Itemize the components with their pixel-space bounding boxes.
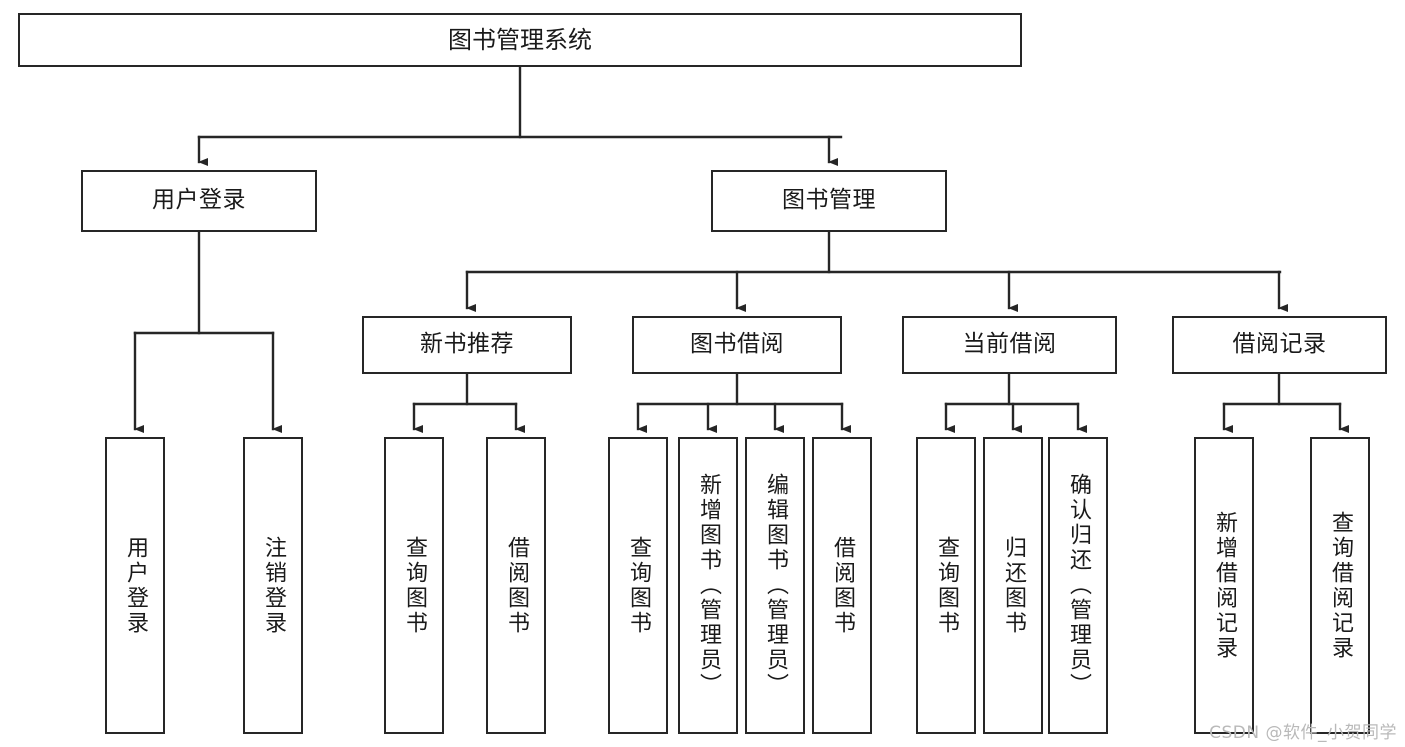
node-user-login-label: 用户登录 <box>152 187 246 214</box>
node-new-book-recommend-label: 新书推荐 <box>420 331 514 358</box>
leaf-query-record-label: 查询借阅记录 <box>1328 510 1353 661</box>
leaf-borrow-book-b-label: 借阅图书 <box>830 535 855 636</box>
leaf-borrow-book-a[interactable]: 借阅图书 <box>486 437 546 734</box>
node-borrow-record-label: 借阅记录 <box>1232 331 1327 358</box>
leaf-query-record[interactable]: 查询借阅记录 <box>1310 437 1370 734</box>
node-root[interactable]: 图书管理系统 <box>18 13 1022 67</box>
leaf-query-book-b-label: 查询图书 <box>626 535 651 636</box>
leaf-return-book-label: 归还图书 <box>1001 535 1026 636</box>
leaf-add-record[interactable]: 新增借阅记录 <box>1194 437 1254 734</box>
node-user-login[interactable]: 用户登录 <box>81 170 317 232</box>
leaf-confirm-return-label: 确认归还（管理员） <box>1066 473 1091 698</box>
leaf-query-book-b[interactable]: 查询图书 <box>608 437 668 734</box>
leaf-return-book[interactable]: 归还图书 <box>983 437 1043 734</box>
leaf-logout-label: 注销登录 <box>261 535 286 636</box>
leaf-query-book-a-label: 查询图书 <box>402 535 427 636</box>
node-borrow-record[interactable]: 借阅记录 <box>1172 316 1387 374</box>
leaf-user-login[interactable]: 用户登录 <box>105 437 165 734</box>
leaf-edit-book-label: 编辑图书（管理员） <box>763 473 788 698</box>
leaf-borrow-book-b[interactable]: 借阅图书 <box>812 437 872 734</box>
node-current-borrow[interactable]: 当前借阅 <box>902 316 1117 374</box>
leaf-add-book-label: 新增图书（管理员） <box>696 473 721 698</box>
leaf-add-record-label: 新增借阅记录 <box>1212 510 1237 661</box>
node-current-borrow-label: 当前借阅 <box>962 331 1057 358</box>
leaf-edit-book[interactable]: 编辑图书（管理员） <box>745 437 805 734</box>
leaf-user-login-label: 用户登录 <box>123 535 148 636</box>
leaf-borrow-book-a-label: 借阅图书 <box>504 535 529 636</box>
node-book-manage-label: 图书管理 <box>782 187 876 214</box>
node-book-manage[interactable]: 图书管理 <box>711 170 947 232</box>
leaf-logout[interactable]: 注销登录 <box>243 437 303 734</box>
leaf-confirm-return[interactable]: 确认归还（管理员） <box>1048 437 1108 734</box>
leaf-query-book-c-label: 查询图书 <box>934 535 959 636</box>
node-new-book-recommend[interactable]: 新书推荐 <box>362 316 572 374</box>
node-root-label: 图书管理系统 <box>448 25 592 54</box>
leaf-add-book[interactable]: 新增图书（管理员） <box>678 437 738 734</box>
csdn-watermark: CSDN @软件_小贺同学 <box>1209 723 1397 743</box>
leaf-query-book-a[interactable]: 查询图书 <box>384 437 444 734</box>
node-book-borrow[interactable]: 图书借阅 <box>632 316 842 374</box>
leaf-query-book-c[interactable]: 查询图书 <box>916 437 976 734</box>
node-book-borrow-label: 图书借阅 <box>690 331 784 358</box>
